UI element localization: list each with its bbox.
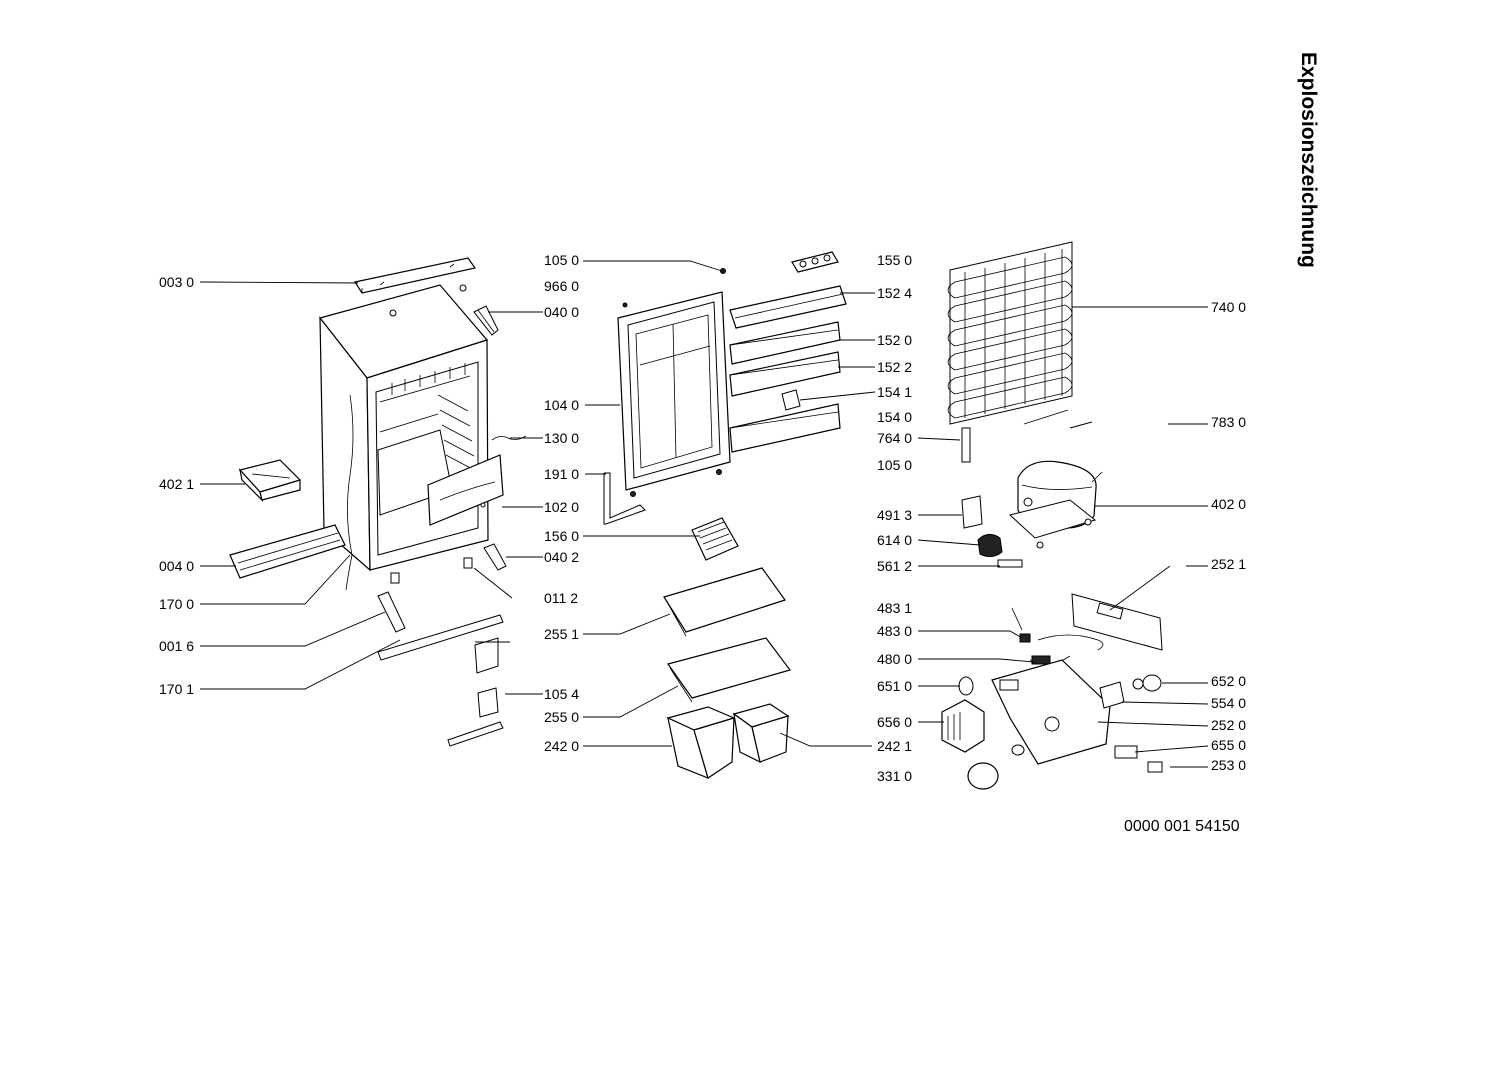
part-freezer-flap bbox=[427, 454, 504, 526]
label-783-0: 783 0 bbox=[1211, 414, 1246, 430]
part-thermostat-housing bbox=[991, 659, 1111, 765]
label-152-0: 152 0 bbox=[877, 332, 912, 348]
label-105-4: 105 4 bbox=[544, 686, 579, 702]
part-strip-170 bbox=[377, 614, 504, 661]
leader-lines bbox=[199, 260, 1209, 768]
part-door-shelf-top bbox=[729, 285, 847, 329]
part-door-gasket-strip bbox=[603, 472, 646, 525]
part-door bbox=[617, 268, 731, 497]
part-glass-shelf-lower bbox=[667, 637, 792, 703]
label-966-0: 966 0 bbox=[544, 278, 579, 294]
part-door-shelf-2 bbox=[729, 351, 841, 397]
part-dryer bbox=[961, 427, 971, 463]
label-331-0: 331 0 bbox=[877, 768, 912, 784]
part-hinge-top bbox=[473, 305, 499, 336]
part-glass-shelf-upper bbox=[663, 567, 786, 637]
label-242-0: 242 0 bbox=[544, 738, 579, 754]
part-wire-130 bbox=[491, 435, 527, 441]
part-switch-554 bbox=[1099, 674, 1162, 709]
label-480-0: 480 0 bbox=[877, 651, 912, 667]
label-004-0: 004 0 bbox=[159, 558, 194, 574]
label-130-0: 130 0 bbox=[544, 430, 579, 446]
part-clamp-561 bbox=[997, 559, 1023, 568]
label-170-1: 170 1 bbox=[159, 681, 194, 697]
part-door-shelf-3 bbox=[729, 403, 841, 453]
part-bulb-651 bbox=[958, 676, 974, 696]
part-switch-655 bbox=[1114, 745, 1138, 759]
label-191-0: 191 0 bbox=[544, 466, 579, 482]
part-feet bbox=[390, 557, 473, 584]
label-740-0: 740 0 bbox=[1211, 299, 1246, 315]
label-252-0: 252 0 bbox=[1211, 717, 1246, 733]
label-154-0: 154 0 bbox=[877, 409, 912, 425]
label-242-1: 242 1 bbox=[877, 738, 912, 754]
label-152-2: 152 2 bbox=[877, 359, 912, 375]
part-control-board bbox=[1071, 593, 1163, 651]
label-402-0: 402 0 bbox=[1211, 496, 1246, 512]
label-040-0: 040 0 bbox=[544, 304, 579, 320]
label-255-0: 255 0 bbox=[544, 709, 579, 725]
part-compressor bbox=[1008, 460, 1103, 549]
part-relay-614 bbox=[977, 534, 1003, 558]
label-561-2: 561 2 bbox=[877, 558, 912, 574]
part-switch-253 bbox=[1147, 761, 1163, 773]
label-102-0: 102 0 bbox=[544, 499, 579, 515]
label-491-3: 491 3 bbox=[877, 507, 912, 523]
label-255-1: 255 1 bbox=[544, 626, 579, 642]
document-number: 0000 001 54150 bbox=[1124, 818, 1240, 835]
label-156-0: 156 0 bbox=[544, 528, 579, 544]
label-001-6: 001 6 bbox=[159, 638, 194, 654]
page-title: Explosionszeichnung bbox=[1297, 52, 1320, 268]
label-483-1: 483 1 bbox=[877, 600, 912, 616]
part-condenser bbox=[947, 241, 1073, 425]
label-656-0: 656 0 bbox=[877, 714, 912, 730]
part-labels: 003 0 402 1 004 0 170 0 001 6 170 1 105 … bbox=[159, 252, 1246, 784]
label-155-0: 155 0 bbox=[877, 252, 912, 268]
label-402-1: 402 1 bbox=[159, 476, 194, 492]
part-pipe-783 bbox=[1069, 421, 1093, 429]
part-knob-331 bbox=[967, 762, 999, 790]
label-764-0: 764 0 bbox=[877, 430, 912, 446]
label-003-0: 003 0 bbox=[159, 274, 194, 290]
part-drip-tray bbox=[238, 459, 302, 502]
label-105-0-b: 105 0 bbox=[877, 457, 912, 473]
part-cabinet-body bbox=[318, 284, 489, 591]
label-652-0: 652 0 bbox=[1211, 673, 1246, 689]
part-crisper-right bbox=[732, 703, 790, 764]
part-hinge-set bbox=[447, 637, 504, 747]
label-554-0: 554 0 bbox=[1211, 695, 1246, 711]
part-top-plate bbox=[354, 257, 477, 294]
label-651-0: 651 0 bbox=[877, 678, 912, 694]
part-relay-491 bbox=[961, 495, 983, 529]
label-655-0: 655 0 bbox=[1211, 737, 1246, 753]
part-egg-rack bbox=[791, 251, 839, 273]
part-grid-tray bbox=[691, 517, 739, 561]
label-614-0: 614 0 bbox=[877, 532, 912, 548]
part-bracket-001 bbox=[377, 591, 406, 633]
label-104-0: 104 0 bbox=[544, 397, 579, 413]
part-base-rail bbox=[229, 524, 346, 579]
label-170-0: 170 0 bbox=[159, 596, 194, 612]
part-crisper-left bbox=[666, 706, 736, 780]
label-154-1: 154 1 bbox=[877, 384, 912, 400]
label-040-2: 040 2 bbox=[544, 549, 579, 565]
part-clip-154 bbox=[781, 389, 801, 411]
label-252-1: 252 1 bbox=[1211, 556, 1246, 572]
part-lamp-cover-656 bbox=[941, 699, 985, 753]
label-483-0: 483 0 bbox=[877, 623, 912, 639]
label-011-2: 011 2 bbox=[544, 590, 578, 606]
part-knob-small bbox=[1011, 744, 1025, 756]
label-105-0-a: 105 0 bbox=[544, 252, 579, 268]
label-253-0: 253 0 bbox=[1211, 757, 1246, 773]
part-hinge-bottom bbox=[483, 543, 507, 571]
label-152-4: 152 4 bbox=[877, 285, 912, 301]
